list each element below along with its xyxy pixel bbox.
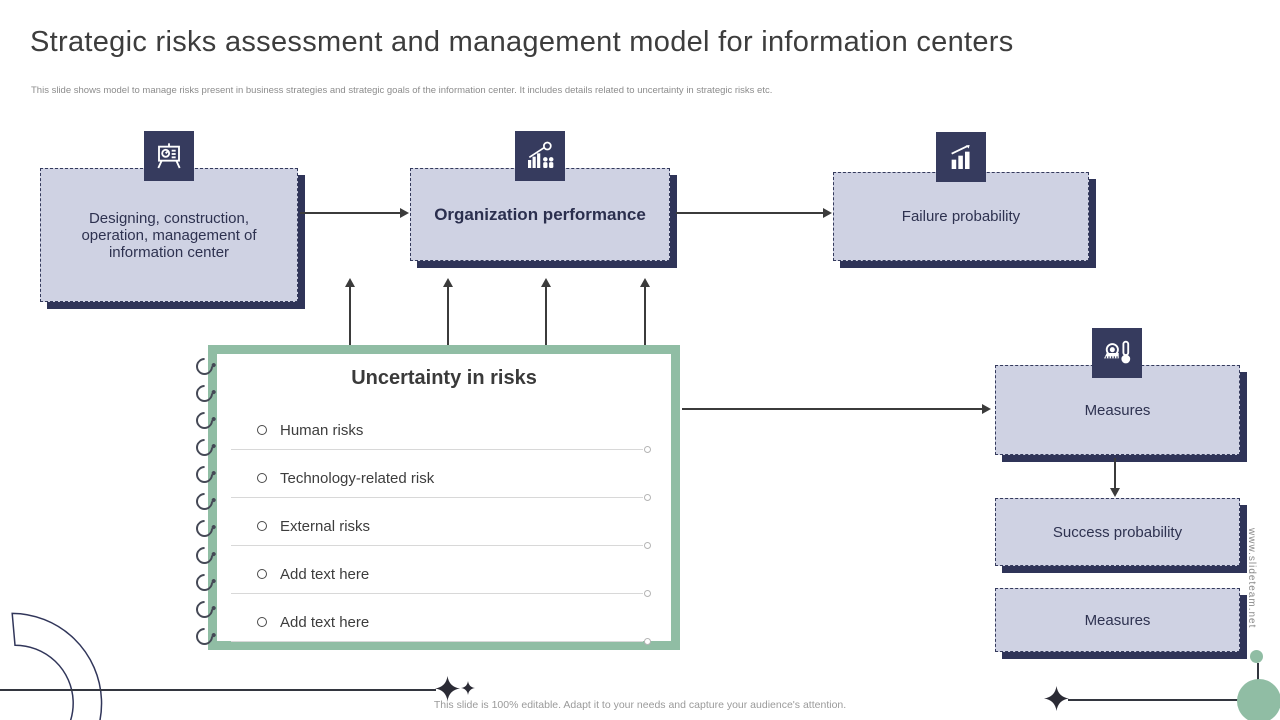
watermark-url: www.slideteam.net [1246,528,1257,629]
circle-bullet-icon [257,617,267,627]
footer-line-right [1068,699,1240,701]
organization-performance-box[interactable]: Organization performance [410,168,670,261]
divider [231,449,643,450]
list-item[interactable]: Human risks [217,406,671,454]
rising-bar-chart-icon [936,132,986,182]
list-item-label: Add text here [280,565,370,583]
circle-bullet-icon [257,521,267,531]
divider-end-dot-icon [644,638,651,645]
measures-top-box[interactable]: Measures [995,365,1240,455]
organization-performance-label: Organization performance [434,204,646,224]
spiral-binding-icon [192,354,217,649]
uncertainty-panel[interactable]: Uncertainty in risks Human risks Technol… [208,345,680,650]
divider-end-dot-icon [644,542,651,549]
design-construction-label: Designing, construction, operation, mana… [81,209,257,261]
divider [231,497,643,498]
sparkle-star-icon [1044,686,1069,711]
green-dot-small-icon [1250,650,1263,663]
slide-description: This slide shows model to manage risks p… [31,85,773,96]
easel-chart-icon [144,131,194,181]
sparkle-star-icon [435,676,460,701]
circle-bullet-icon [257,473,267,483]
list-item[interactable]: Add text here [217,550,671,598]
circle-bullet-icon [257,569,267,579]
arrow-design-to-performance [300,208,409,218]
uncertainty-title: Uncertainty in risks [351,367,537,389]
measures-top-label: Measures [1084,401,1151,419]
green-dot-big-icon [1237,679,1280,720]
uncertainty-list: Human risks Technology-related risk Exte… [217,406,671,645]
people-growth-chart-icon [515,131,565,181]
measures-bottom-box[interactable]: Measures [995,588,1240,652]
list-item[interactable]: Add text here [217,598,671,646]
tape-measure-thermometer-icon [1092,328,1142,378]
list-item[interactable]: Technology-related risk [217,454,671,502]
circle-bullet-icon [257,425,267,435]
divider [231,545,643,546]
arrow-uncertainty-to-measures [682,404,991,414]
divider [231,593,643,594]
success-probability-box[interactable]: Success probability [995,498,1240,566]
divider-end-dot-icon [644,446,651,453]
design-construction-box[interactable]: Designing, construction, operation, mana… [40,168,298,302]
corner-ring-decoration-icon [11,612,103,720]
list-item-label: Add text here [280,613,370,631]
divider-end-dot-icon [644,494,651,501]
arrow-uncertainty-up-3 [541,278,551,345]
footer-line-left [0,689,436,691]
list-item-label: Human risks [280,421,364,439]
page-title: Strategic risks assessment and managemen… [30,26,1014,58]
dot-connector-line [1257,663,1259,681]
arrow-uncertainty-up-1 [345,278,355,345]
arrow-performance-to-failure [676,208,832,218]
sparkle-star-icon [461,681,475,695]
arrow-measures-to-success [1110,458,1120,497]
arrow-uncertainty-up-2 [443,278,453,345]
success-probability-label: Success probability [1052,523,1183,541]
divider [231,641,643,642]
list-item[interactable]: External risks [217,502,671,550]
divider-end-dot-icon [644,590,651,597]
list-item-label: Technology-related risk [280,469,435,487]
list-item-label: External risks [280,517,371,535]
arrow-uncertainty-up-4 [640,278,650,345]
measures-bottom-label: Measures [1084,611,1151,629]
failure-probability-box[interactable]: Failure probability [833,172,1089,261]
footer-note: This slide is 100% editable. Adapt it to… [433,699,847,711]
failure-probability-label: Failure probability [901,208,1021,225]
